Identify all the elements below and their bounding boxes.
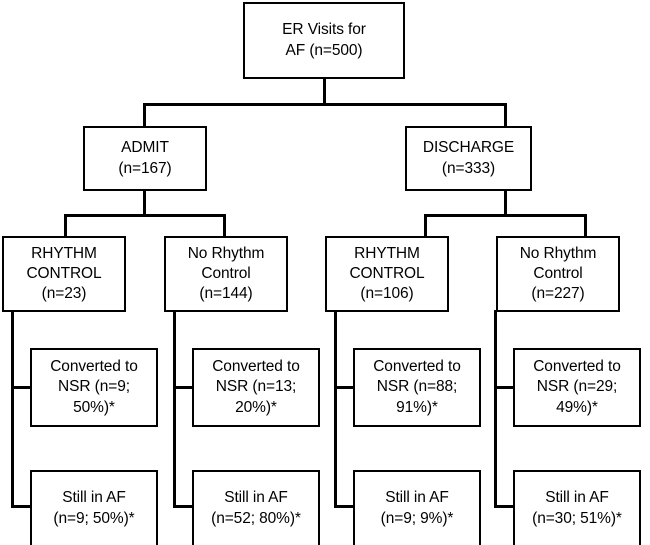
edge-root-stem <box>323 78 326 105</box>
edge-discharge-norhythm-nsr-stub <box>494 386 515 389</box>
node-admit-no-rhythm-control[interactable]: No Rhythm Control (n=144) <box>164 236 288 312</box>
edge-discharge-stem <box>504 190 507 216</box>
edge-admit-norhythm-drop <box>223 214 226 237</box>
edge-discharge-drop <box>504 103 507 127</box>
node-admit-no-rhythm-converted-nsr[interactable]: Converted to NSR (n=13; 20%)* <box>192 348 320 427</box>
edge-discharge-norhythm-drop <box>584 214 587 237</box>
node-discharge-label: DISCHARGE (n=333) <box>422 139 515 177</box>
node-discharge-no-rhythm-control-label: No Rhythm Control (n=227) <box>519 244 597 303</box>
edge-admit-drop <box>143 103 146 127</box>
node-admit-label: ADMIT (n=167) <box>118 139 172 177</box>
edge-discharge-rhythm-af-stub <box>334 505 355 508</box>
edge-admit-norhythm-af-stub <box>173 505 194 508</box>
node-discharge-rhythm-still-af[interactable]: Still in AF (n=9; 9%)* <box>353 470 481 545</box>
node-admit-rhythm-control[interactable]: RHYTHM CONTROL (n=23) <box>2 236 126 312</box>
edge-discharge-rhythm-nsr-stub <box>334 386 355 389</box>
edge-discharge-rhythm-rail <box>334 310 337 508</box>
edge-admit-norhythm-rail <box>173 310 176 508</box>
edge-admit-bar <box>64 214 226 217</box>
node-admit-rhythm-control-label: RHYTHM CONTROL (n=23) <box>26 244 102 303</box>
edge-admit-rhythm-nsr-stub <box>11 386 32 389</box>
edge-admit-stem <box>143 190 146 216</box>
node-discharge-rhythm-control[interactable]: RHYTHM CONTROL (n=106) <box>325 236 449 312</box>
node-admit-no-rhythm-still-af[interactable]: Still in AF (n=52; 80%)* <box>192 470 320 545</box>
node-discharge-rhythm-converted-nsr[interactable]: Converted to NSR (n=88; 91%)* <box>353 348 481 427</box>
edge-discharge-norhythm-rail <box>494 310 497 508</box>
edge-discharge-rhythm-drop <box>424 214 427 237</box>
edge-admit-rhythm-af-stub <box>11 505 32 508</box>
node-er-visits[interactable]: ER Visits for AF (n=500) <box>243 2 405 79</box>
node-discharge-no-rhythm-converted-nsr[interactable]: Converted to NSR (n=29; 49%)* <box>513 348 641 427</box>
node-discharge-no-rhythm-control[interactable]: No Rhythm Control (n=227) <box>496 236 620 312</box>
node-er-visits-label: ER Visits for AF (n=500) <box>282 21 366 59</box>
node-discharge[interactable]: DISCHARGE (n=333) <box>405 126 532 191</box>
edge-admit-norhythm-nsr-stub <box>173 386 194 389</box>
edge-admit-rhythm-rail <box>11 310 14 508</box>
node-discharge-no-rhythm-converted-nsr-label: Converted to NSR (n=29; 49%)* <box>533 358 621 416</box>
node-admit-no-rhythm-control-label: No Rhythm Control (n=144) <box>187 244 265 303</box>
node-discharge-rhythm-converted-nsr-label: Converted to NSR (n=88; 91%)* <box>373 358 461 416</box>
node-discharge-rhythm-control-label: RHYTHM CONTROL (n=106) <box>349 244 425 303</box>
node-admit-no-rhythm-still-af-label: Still in AF (n=52; 80%)* <box>211 489 301 527</box>
node-discharge-no-rhythm-still-af-label: Still in AF (n=30; 51%)* <box>532 489 622 527</box>
node-discharge-rhythm-still-af-label: Still in AF (n=9; 9%)* <box>380 489 454 527</box>
edge-discharge-bar <box>424 214 587 217</box>
node-admit[interactable]: ADMIT (n=167) <box>83 126 207 191</box>
node-discharge-no-rhythm-still-af[interactable]: Still in AF (n=30; 51%)* <box>513 470 641 545</box>
edge-discharge-norhythm-af-stub <box>494 505 515 508</box>
node-admit-rhythm-still-af-label: Still in AF (n=9; 50%)* <box>53 489 135 527</box>
node-admit-rhythm-converted-nsr[interactable]: Converted to NSR (n=9; 50%)* <box>30 348 158 427</box>
node-admit-rhythm-converted-nsr-label: Converted to NSR (n=9; 50%)* <box>50 358 138 416</box>
edge-level2-bar <box>143 103 507 106</box>
node-admit-no-rhythm-converted-nsr-label: Converted to NSR (n=13; 20%)* <box>212 358 300 416</box>
edge-admit-rhythm-drop <box>64 214 67 237</box>
node-admit-rhythm-still-af[interactable]: Still in AF (n=9; 50%)* <box>30 470 158 545</box>
